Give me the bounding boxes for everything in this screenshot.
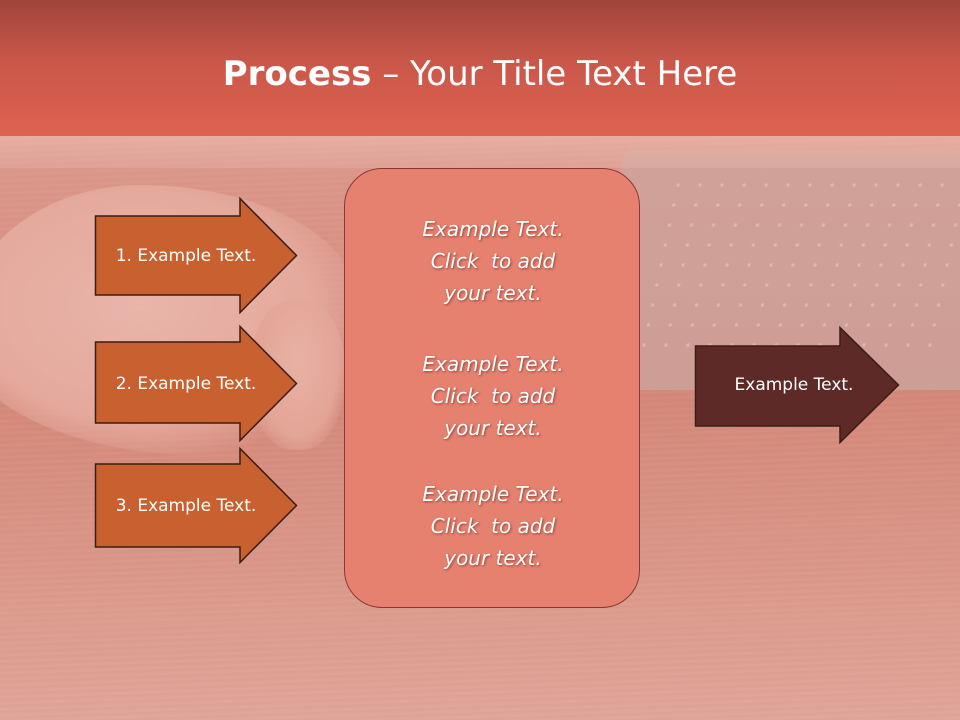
title-bold: Process xyxy=(222,54,372,94)
center-text-line: Example Text. xyxy=(422,352,564,376)
center-text-line: Example Text. xyxy=(422,482,564,506)
title-band-fade xyxy=(0,136,960,168)
center-text-line: your text. xyxy=(444,546,542,570)
center-text-line: Click to add xyxy=(430,249,556,273)
arrow-step-3[interactable]: 3. Example Text. xyxy=(94,446,298,565)
center-text-block-2: Example Text. Click to add your text. xyxy=(345,348,641,444)
arrow-right-shape-icon xyxy=(94,196,298,315)
title-band xyxy=(0,0,960,136)
center-text-line: your text. xyxy=(444,281,542,305)
arrow-step-2-label: 2. Example Text. xyxy=(115,373,257,394)
center-text-line: Example Text. xyxy=(422,217,564,241)
arrow-result[interactable]: Example Text. xyxy=(694,325,900,445)
arrow-step-1-label: 1. Example Text. xyxy=(115,245,257,266)
slide-title[interactable]: Process – Your Title Text Here xyxy=(0,52,960,96)
arrow-right-shape-icon xyxy=(94,324,298,443)
arrow-step-2[interactable]: 2. Example Text. xyxy=(94,324,298,443)
arrow-step-3-label: 3. Example Text. xyxy=(115,495,257,516)
center-text-block-1: Example Text. Click to add your text. xyxy=(345,213,641,309)
center-text-line: Click to add xyxy=(430,384,556,408)
arrow-result-label: Example Text. xyxy=(734,375,854,395)
arrow-right-shape-icon xyxy=(694,325,900,445)
center-text-line: your text. xyxy=(444,416,542,440)
title-rest: – Your Title Text Here xyxy=(371,54,738,94)
center-text-block-3: Example Text. Click to add your text. xyxy=(345,478,641,574)
center-text-box[interactable]: Example Text. Click to add your text. Ex… xyxy=(344,168,640,608)
arrow-right-shape-icon xyxy=(94,446,298,565)
center-text-line: Click to add xyxy=(430,514,556,538)
arrow-step-1[interactable]: 1. Example Text. xyxy=(94,196,298,315)
